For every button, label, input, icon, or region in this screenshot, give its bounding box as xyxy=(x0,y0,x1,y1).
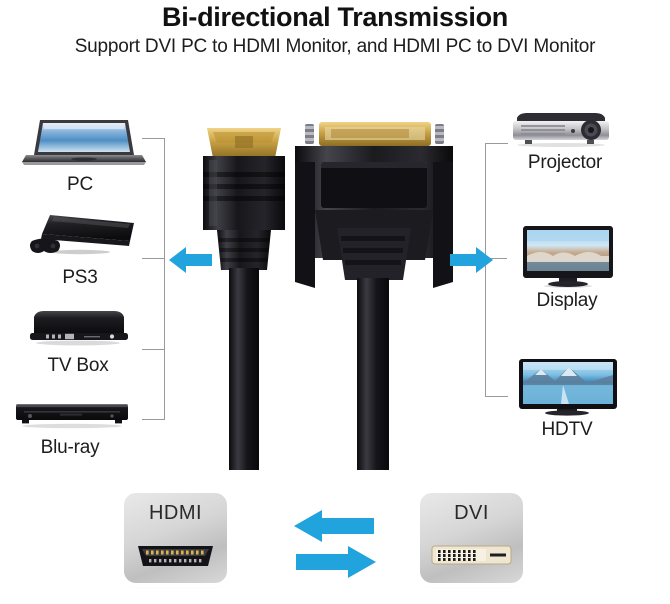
laptop-icon xyxy=(10,112,150,172)
destination-device-label: HDTV xyxy=(541,419,593,440)
game-console-icon xyxy=(10,205,150,265)
arrow-left-icon xyxy=(168,246,212,274)
destination-bracket xyxy=(485,143,508,397)
set-top-box-icon xyxy=(8,305,148,353)
monitor-icon xyxy=(497,222,637,288)
bidirectional-swap-icon xyxy=(288,508,382,585)
page-subtitle: Support DVI PC to HDMI Monitor, and HDMI… xyxy=(74,36,596,57)
source-device-pc: PC xyxy=(10,112,150,196)
hdtv-icon xyxy=(497,355,637,417)
source-bracket xyxy=(142,138,165,420)
bracket-stub-display xyxy=(485,258,507,259)
hdmi-port-label: HDMI xyxy=(148,502,203,524)
destination-device-label: Display xyxy=(536,290,598,311)
source-device-label: Blu-ray xyxy=(40,437,100,458)
destination-device-label: Projector xyxy=(527,152,603,173)
bracket-stub-ps3 xyxy=(142,258,164,259)
dvi-port-label: DVI xyxy=(454,502,489,524)
page-title: Bi-directional Transmission xyxy=(162,2,508,32)
source-device-ps3: PS3 xyxy=(10,205,150,289)
source-device-label: TV Box xyxy=(47,355,109,376)
source-device-blu-ray: Blu-ray xyxy=(0,395,140,459)
destination-device-display: Display xyxy=(497,222,637,312)
destination-device-projector: Projector xyxy=(495,108,635,174)
dvi-port-card: DVI xyxy=(420,493,523,583)
bracket-stub-tvbox xyxy=(142,349,164,350)
dvi-socket-icon xyxy=(430,542,513,568)
projector-icon xyxy=(495,108,635,150)
blu-ray-player-icon xyxy=(0,395,140,435)
source-device-label: PS3 xyxy=(62,267,98,288)
hdmi-socket-icon xyxy=(135,543,216,569)
source-device-label: PC xyxy=(67,174,93,195)
hdmi-port-card: HDMI xyxy=(124,493,227,583)
arrow-right-icon xyxy=(450,246,494,274)
source-device-tv-box: TV Box xyxy=(8,305,148,377)
destination-device-hdtv: HDTV xyxy=(497,355,637,441)
